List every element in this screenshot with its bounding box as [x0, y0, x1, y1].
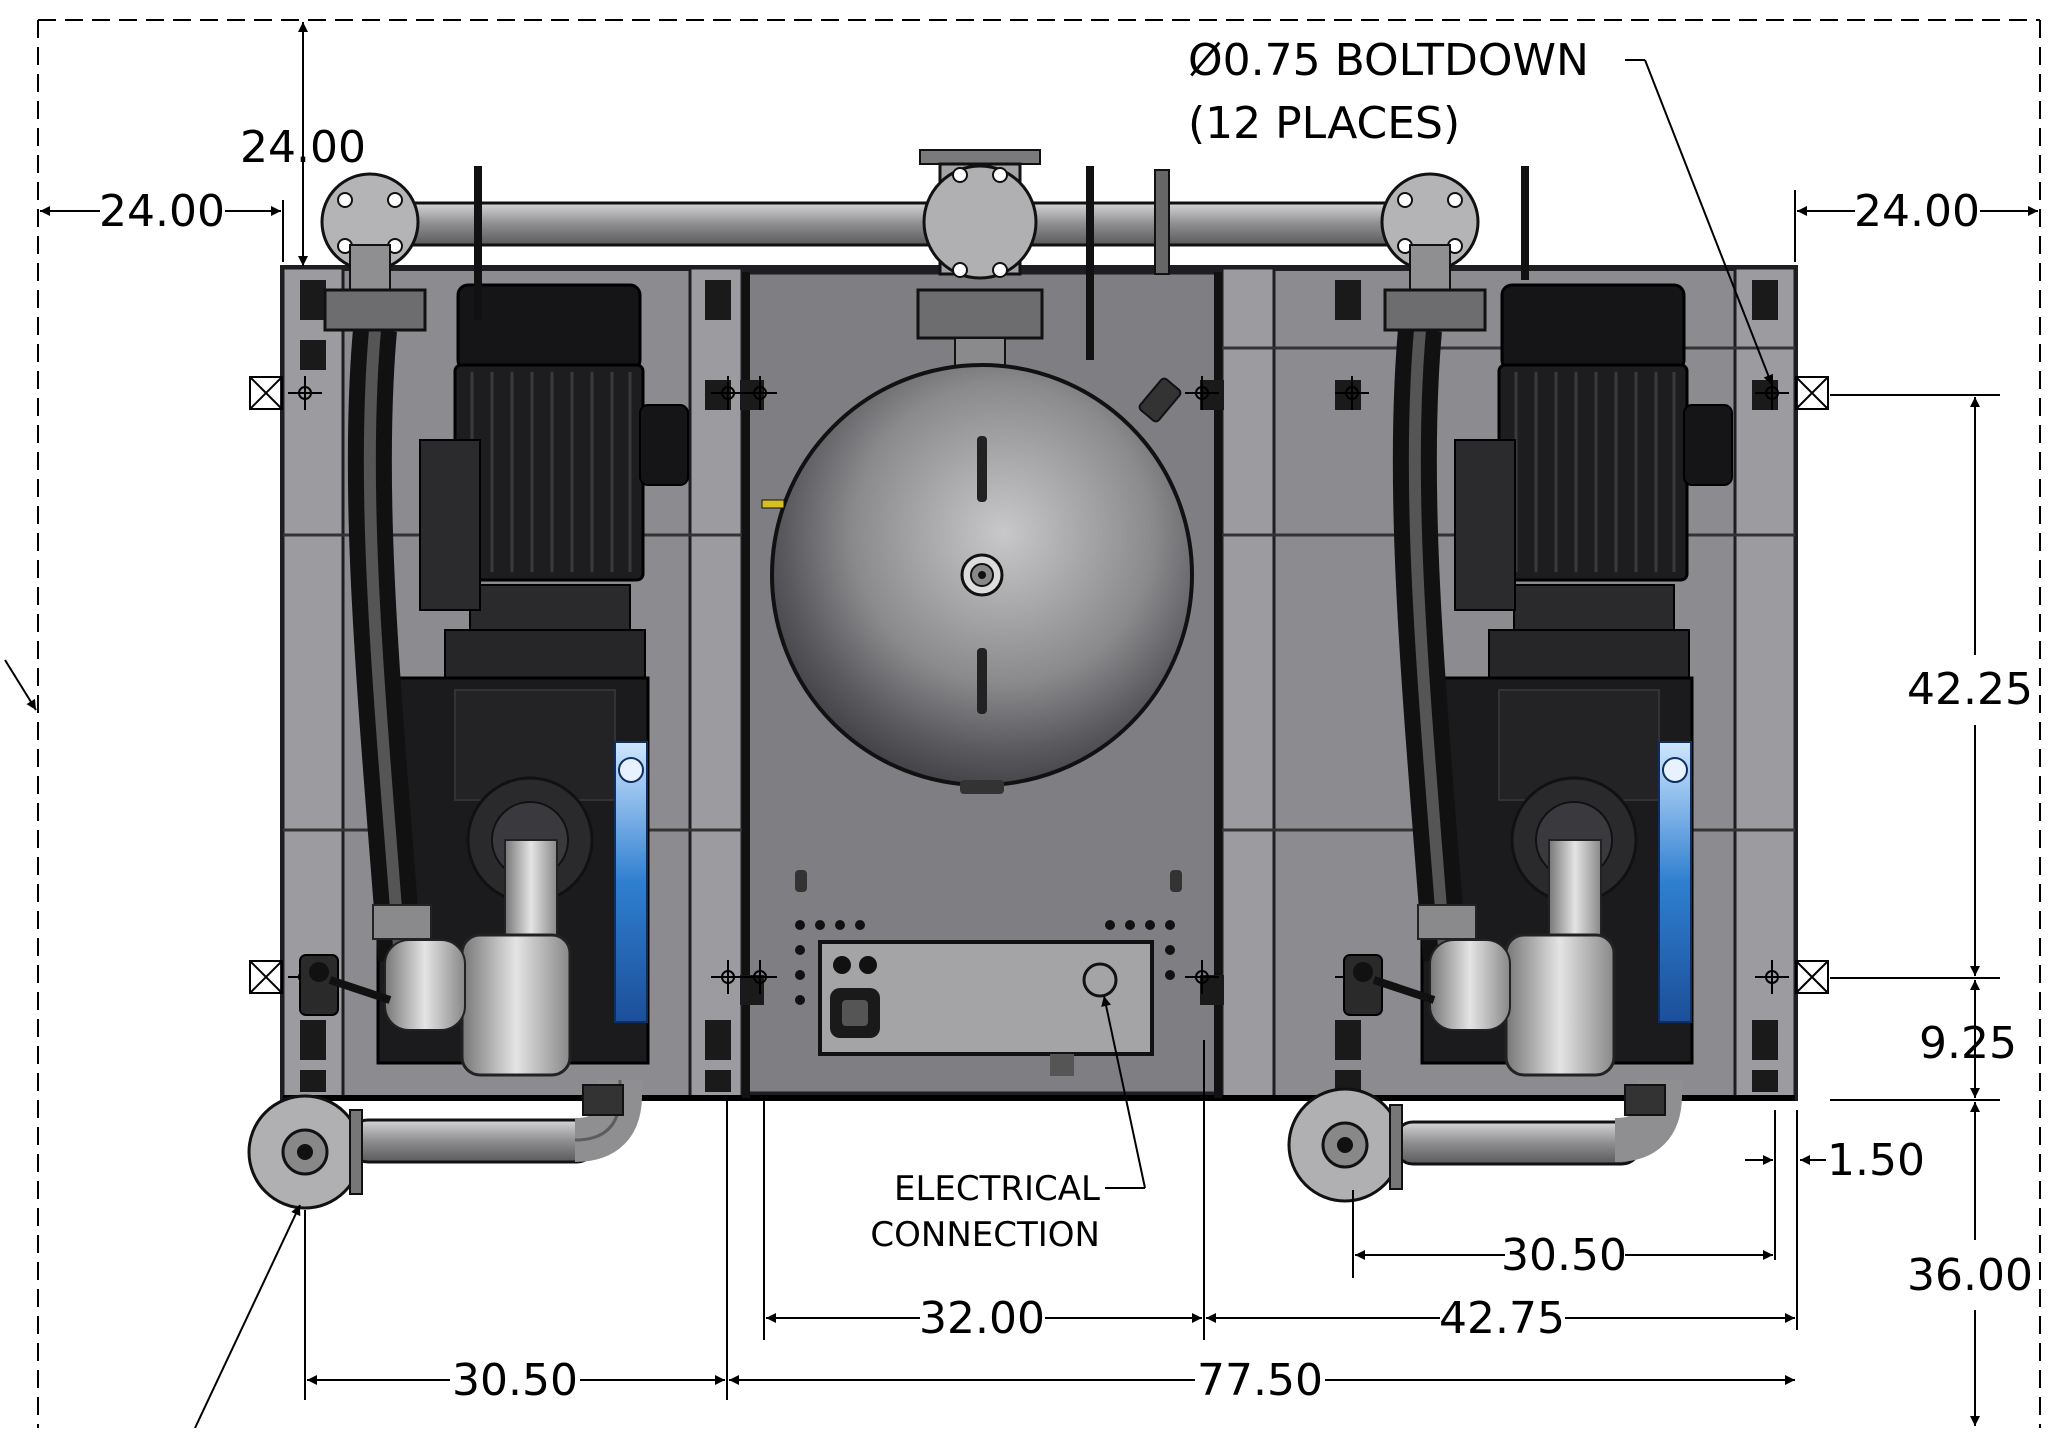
dim-right-clearance: 24.00 — [1854, 186, 1980, 237]
pump-unit-left — [299, 283, 689, 1077]
bolt-brackets — [300, 280, 1778, 1092]
electrical-box — [795, 870, 1182, 1076]
dim-height-lower: 9.25 — [1919, 1018, 2017, 1069]
outlet-pipes — [247, 1080, 1682, 1210]
boltdown-note-line1: Ø0.75 BOLTDOWN — [1188, 35, 1589, 86]
dim-center-width: 32.00 — [919, 1293, 1045, 1344]
dim-top-clearance: 24.00 — [240, 122, 366, 173]
dim-height-upper: 42.25 — [1907, 664, 2033, 715]
tank — [761, 363, 1194, 794]
dim-right-outlet-span: 30.50 — [1501, 1230, 1627, 1281]
dim-left-clearance: 24.00 — [99, 186, 225, 237]
dim-right-width: 42.75 — [1439, 1293, 1565, 1344]
dim-overall-width: 77.50 — [1197, 1355, 1323, 1406]
dim-left-outlet-span: 30.50 — [452, 1355, 578, 1406]
callout-notes: Ø0.75 BOLTDOWN (12 PLACES) ELECTRICAL CO… — [870, 35, 1589, 1255]
dimension-labels: 24.00 24.00 24.00 42.25 9.25 1.50 36.00 … — [99, 122, 2033, 1406]
clearance-envelope — [37, 19, 2041, 1428]
dim-front-clearance: 36.00 — [1907, 1250, 2033, 1301]
pump-unit-right — [1343, 283, 1733, 1077]
boltdown-note-line2: (12 PLACES) — [1188, 98, 1460, 149]
electrical-note-line2: CONNECTION — [870, 1215, 1100, 1255]
dim-offset-small: 1.50 — [1827, 1135, 1925, 1186]
discharge-header — [320, 149, 1529, 379]
electrical-note-line1: ELECTRICAL — [894, 1169, 1100, 1209]
dimension-lines — [4, 22, 2038, 1429]
